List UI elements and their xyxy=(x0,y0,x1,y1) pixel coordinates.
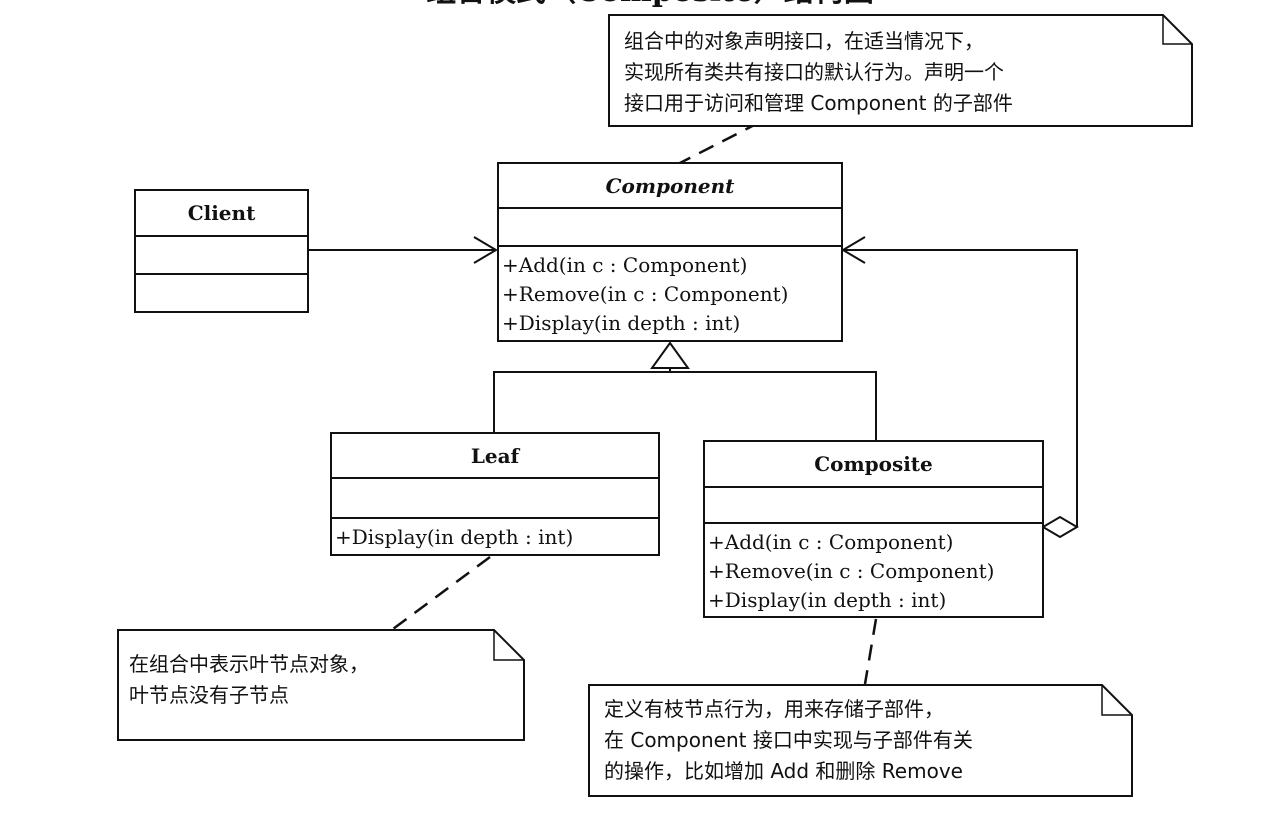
note-line: 定义有枝节点行为，用来存储子部件， xyxy=(604,697,944,721)
class-operations: +Display(in depth : int) xyxy=(332,519,658,552)
aggregation-arrowhead-icon xyxy=(841,236,866,264)
composite-aggregation-line xyxy=(843,249,1078,527)
class-attributes xyxy=(499,209,841,247)
leaf-note: 在组合中表示叶节点对象， 叶节点没有子节点 xyxy=(117,629,525,741)
generalization-triangle-icon xyxy=(650,341,690,369)
class-attributes xyxy=(136,237,307,275)
leaf-generalization-line xyxy=(493,371,877,440)
composite-note: 定义有枝节点行为，用来存储子部件， 在 Component 接口中实现与子部件有… xyxy=(588,684,1133,797)
diagram-title: 组合模式（Composite）结构图 xyxy=(300,0,1000,12)
operation: +Add(in c : Component) xyxy=(708,530,954,554)
class-name: Composite xyxy=(705,442,1042,488)
note-line: 的操作，比如增加 Add 和删除 Remove xyxy=(604,759,963,783)
note-line: 接口用于访问和管理 Component 的子部件 xyxy=(624,91,1013,115)
class-name: Client xyxy=(136,191,307,237)
note-line: 实现所有类共有接口的默认行为。声明一个 xyxy=(624,60,1004,84)
leaf-note-anchor xyxy=(392,555,491,631)
leaf-class: Leaf +Display(in depth : int) xyxy=(330,432,660,556)
class-name: Leaf xyxy=(332,434,658,479)
operation: +Display(in depth : int) xyxy=(335,525,574,549)
association-arrowhead-icon xyxy=(473,236,498,264)
note-shape xyxy=(117,629,525,741)
class-operations: +Add(in c : Component) +Remove(in c : Co… xyxy=(499,247,841,338)
operation: +Add(in c : Component) xyxy=(502,253,748,277)
note-shape xyxy=(588,684,1133,797)
class-attributes xyxy=(332,479,658,519)
note-line: 组合中的对象声明接口，在适当情况下， xyxy=(624,29,984,53)
component-class: Component +Add(in c : Component) +Remove… xyxy=(497,162,843,342)
class-name: Component xyxy=(499,164,841,209)
composite-note-anchor xyxy=(863,618,878,685)
component-note: 组合中的对象声明接口，在适当情况下， 实现所有类共有接口的默认行为。声明一个 接… xyxy=(608,14,1193,127)
class-operations xyxy=(136,275,307,279)
class-operations: +Add(in c : Component) +Remove(in c : Co… xyxy=(705,524,1042,615)
operation: +Remove(in c : Component) xyxy=(502,282,789,306)
client-class: Client xyxy=(134,189,309,313)
composite-class: Composite +Add(in c : Component) +Remove… xyxy=(703,440,1044,618)
note-line: 叶节点没有子节点 xyxy=(129,683,289,707)
operation: +Remove(in c : Component) xyxy=(708,559,995,583)
operation: +Display(in depth : int) xyxy=(502,311,741,335)
note-shape xyxy=(608,14,1193,127)
operation: +Display(in depth : int) xyxy=(708,588,947,612)
note-line: 在 Component 接口中实现与子部件有关 xyxy=(604,728,973,752)
note-line: 在组合中表示叶节点对象， xyxy=(129,652,369,676)
aggregation-diamond-icon xyxy=(1041,515,1079,539)
class-attributes xyxy=(705,488,1042,524)
